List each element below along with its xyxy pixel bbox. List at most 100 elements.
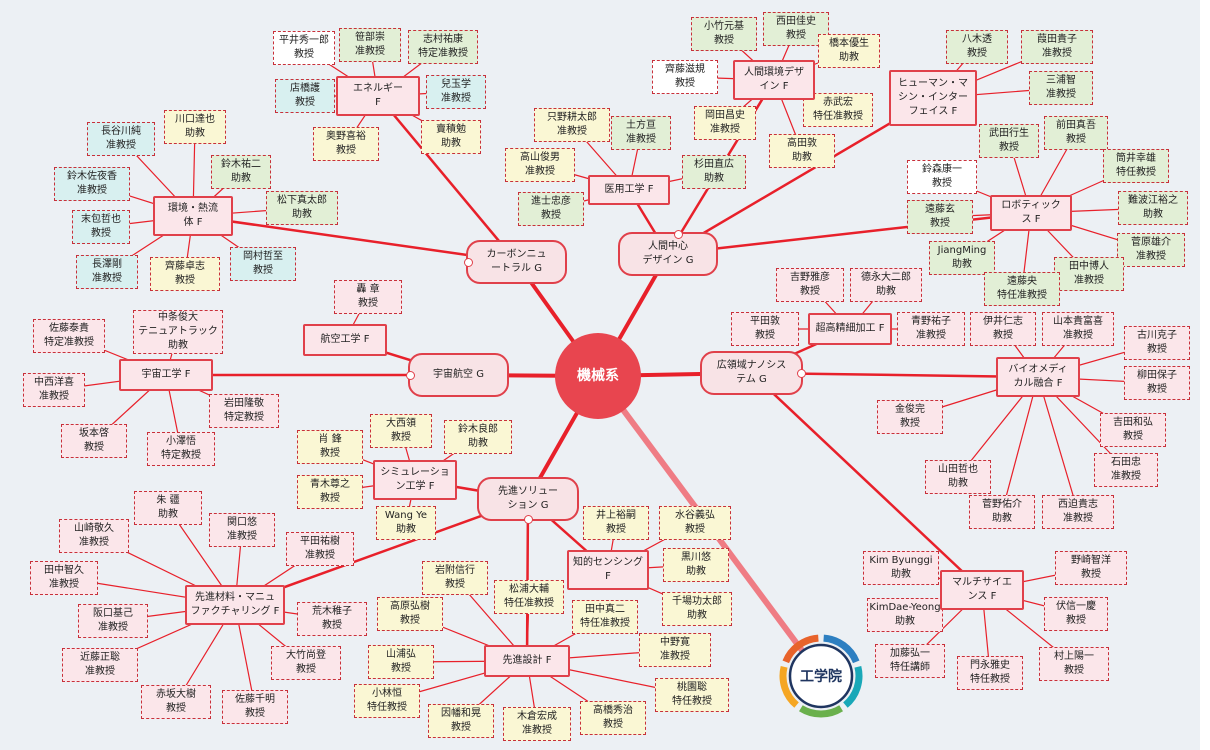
person-box[interactable]: 德永大二郎 助教 bbox=[850, 268, 922, 302]
group-hub[interactable]: 広領域ナノシス テム G bbox=[700, 351, 803, 395]
person-box[interactable]: 石田忠 准教授 bbox=[1094, 453, 1158, 487]
person-box[interactable]: 高田敦 助教 bbox=[769, 134, 835, 168]
person-box[interactable]: 小澤悟 特定教授 bbox=[147, 432, 215, 466]
person-box[interactable]: 青木尊之 教授 bbox=[297, 475, 363, 509]
person-box[interactable]: 田中博人 准教授 bbox=[1054, 257, 1124, 291]
person-box[interactable]: 笹部崇 准教授 bbox=[339, 28, 401, 62]
group-hub[interactable]: 宇宙航空 G bbox=[408, 353, 509, 397]
person-box[interactable]: 大西領 教授 bbox=[370, 414, 432, 448]
person-box[interactable]: 村上陽一 教授 bbox=[1039, 647, 1109, 681]
person-box[interactable]: 因幡和晃 教授 bbox=[428, 704, 494, 738]
person-box[interactable]: 中西洋喜 准教授 bbox=[23, 373, 85, 407]
person-box[interactable]: 青野祐子 准教授 bbox=[897, 312, 965, 346]
person-box[interactable]: 佐藤千明 教授 bbox=[222, 690, 288, 724]
person-box[interactable]: 野崎智洋 教授 bbox=[1055, 551, 1127, 585]
person-box[interactable]: 坂本啓 教授 bbox=[61, 424, 127, 458]
person-box[interactable]: 柳田保子 教授 bbox=[1124, 366, 1190, 400]
person-box[interactable]: 岩附信行 教授 bbox=[422, 561, 488, 595]
person-box[interactable]: 高原弘樹 教授 bbox=[377, 597, 443, 631]
person-box[interactable]: 齊藤滋規 教授 bbox=[652, 60, 718, 94]
field-box[interactable]: マルチサイエ ンス F bbox=[940, 570, 1024, 610]
person-box[interactable]: 中野寛 准教授 bbox=[639, 633, 711, 667]
person-box[interactable]: Kim Byunggi 助教 bbox=[863, 551, 939, 585]
person-box[interactable]: 山崎敬久 准教授 bbox=[59, 519, 129, 553]
person-box[interactable]: 難波江裕之 助教 bbox=[1118, 191, 1188, 225]
person-box[interactable]: 八木透 教授 bbox=[946, 30, 1008, 64]
person-box[interactable]: 高橋秀治 教授 bbox=[580, 701, 646, 735]
person-box[interactable]: 鈴森康一 教授 bbox=[907, 160, 977, 194]
person-box[interactable]: 兒玉学 准教授 bbox=[426, 75, 486, 109]
field-box[interactable]: ヒューマン・マ シン・インター フェイス F bbox=[889, 70, 977, 126]
person-box[interactable]: 橋本優生 助教 bbox=[818, 34, 880, 68]
person-box[interactable]: 鈴木祐二 助教 bbox=[211, 155, 271, 189]
person-box[interactable]: 岡村哲至 教授 bbox=[230, 247, 296, 281]
person-box[interactable]: 荒木稚子 教授 bbox=[297, 602, 367, 636]
person-box[interactable]: 長谷川純 准教授 bbox=[87, 122, 155, 156]
person-box[interactable]: 松下真太郎 助教 bbox=[266, 191, 338, 225]
person-box[interactable]: 前田真吾 教授 bbox=[1044, 116, 1108, 150]
person-box[interactable]: 葭田貴子 准教授 bbox=[1021, 30, 1093, 64]
person-box[interactable]: 伏信一慶 教授 bbox=[1044, 597, 1108, 631]
person-box[interactable]: 筒井幸雄 特任教授 bbox=[1103, 149, 1169, 183]
field-box[interactable]: ロボティック ス F bbox=[990, 195, 1072, 231]
group-hub[interactable]: 先進ソリュー ション G bbox=[477, 477, 579, 521]
field-box[interactable]: 環境・熱流 体 F bbox=[153, 196, 233, 236]
person-box[interactable]: 西迫貴志 准教授 bbox=[1042, 495, 1114, 529]
person-box[interactable]: 川口達也 助教 bbox=[164, 110, 226, 144]
person-box[interactable]: 吉野雅彦 教授 bbox=[776, 268, 844, 302]
person-box[interactable]: 赤坂大樹 教授 bbox=[141, 685, 211, 719]
field-box[interactable]: 人間環境デザ イン F bbox=[733, 60, 815, 100]
person-box[interactable]: 土方亘 准教授 bbox=[611, 116, 671, 150]
person-box[interactable]: 三浦智 准教授 bbox=[1029, 71, 1093, 105]
person-box[interactable]: 高山俊男 准教授 bbox=[505, 148, 575, 182]
person-box[interactable]: 末包哲也 教授 bbox=[72, 210, 130, 244]
person-box[interactable]: 平井秀一郎 教授 bbox=[273, 31, 335, 65]
person-box[interactable]: 朱 疆 助教 bbox=[134, 491, 202, 525]
person-box[interactable]: 松浦大輔 特任准教授 bbox=[494, 580, 564, 614]
person-box[interactable]: 小竹元基 教授 bbox=[691, 17, 757, 51]
person-box[interactable]: 菅原雄介 准教授 bbox=[1117, 233, 1185, 267]
person-box[interactable]: 関口悠 准教授 bbox=[209, 513, 275, 547]
field-box[interactable]: 先進材料・マニュ ファクチャリング F bbox=[185, 585, 285, 625]
field-box[interactable]: 宇宙工学 F bbox=[119, 359, 213, 391]
person-box[interactable]: 肖 鋒 教授 bbox=[297, 430, 363, 464]
person-box[interactable]: 長澤剛 准教授 bbox=[76, 255, 138, 289]
person-box[interactable]: 加藤弘一 特任講師 bbox=[875, 644, 945, 678]
person-box[interactable]: 大竹尚登 教授 bbox=[271, 646, 341, 680]
person-box[interactable]: 齊藤卓志 教授 bbox=[150, 257, 220, 291]
person-box[interactable]: Wang Ye 助教 bbox=[376, 506, 436, 540]
person-box[interactable]: 遠藤玄 教授 bbox=[907, 200, 973, 234]
person-box[interactable]: 金俊完 教授 bbox=[877, 400, 943, 434]
person-box[interactable]: 黒川悠 助教 bbox=[663, 548, 729, 582]
field-box[interactable]: バイオメディ カル融合 F bbox=[996, 357, 1080, 397]
person-box[interactable]: 古川克子 教授 bbox=[1124, 326, 1190, 360]
person-box[interactable]: 伊井仁志 教授 bbox=[970, 312, 1036, 346]
person-box[interactable]: 山田哲也 助教 bbox=[925, 460, 991, 494]
person-box[interactable]: 赤武宏 特任准教授 bbox=[803, 93, 873, 127]
person-box[interactable]: 岡田昌史 准教授 bbox=[694, 106, 756, 140]
person-box[interactable]: 進士忠彦 教授 bbox=[518, 192, 584, 226]
person-box[interactable]: 木倉宏成 准教授 bbox=[503, 707, 571, 741]
person-box[interactable]: 岩田隆敬 特定教授 bbox=[209, 394, 279, 428]
person-box[interactable]: 山本貴富喜 准教授 bbox=[1042, 312, 1114, 346]
person-box[interactable]: 鈴木佐夜香 准教授 bbox=[54, 167, 130, 201]
person-box[interactable]: 近藤正聡 准教授 bbox=[62, 648, 138, 682]
person-box[interactable]: 武田行生 教授 bbox=[979, 124, 1039, 158]
person-box[interactable]: 鈴木良郎 助教 bbox=[444, 420, 512, 454]
field-box[interactable]: エネルギー F bbox=[336, 76, 420, 116]
person-box[interactable]: JiangMing 助教 bbox=[929, 241, 995, 275]
person-box[interactable]: 西田佳史 教授 bbox=[763, 12, 829, 46]
person-box[interactable]: 平田祐樹 准教授 bbox=[286, 532, 354, 566]
field-box[interactable]: シミュレーショ ン工学 F bbox=[373, 460, 457, 500]
field-box[interactable]: 超高精細加工 F bbox=[808, 313, 892, 345]
person-box[interactable]: 店橋護 教授 bbox=[275, 79, 335, 113]
person-box[interactable]: 井上裕嗣 教授 bbox=[583, 506, 649, 540]
person-box[interactable]: 平田敦 教授 bbox=[731, 312, 799, 346]
person-box[interactable]: 杉田直広 助教 bbox=[682, 155, 746, 189]
person-box[interactable]: 奥野喜裕 教授 bbox=[313, 127, 379, 161]
person-box[interactable]: 門永雅史 特任教授 bbox=[957, 656, 1023, 690]
person-box[interactable]: 轟 章 教授 bbox=[334, 280, 402, 314]
center-node[interactable]: 機械系 bbox=[555, 333, 641, 419]
field-box[interactable]: 航空工学 F bbox=[303, 324, 387, 356]
person-box[interactable]: 田中真二 特任准教授 bbox=[572, 600, 638, 634]
